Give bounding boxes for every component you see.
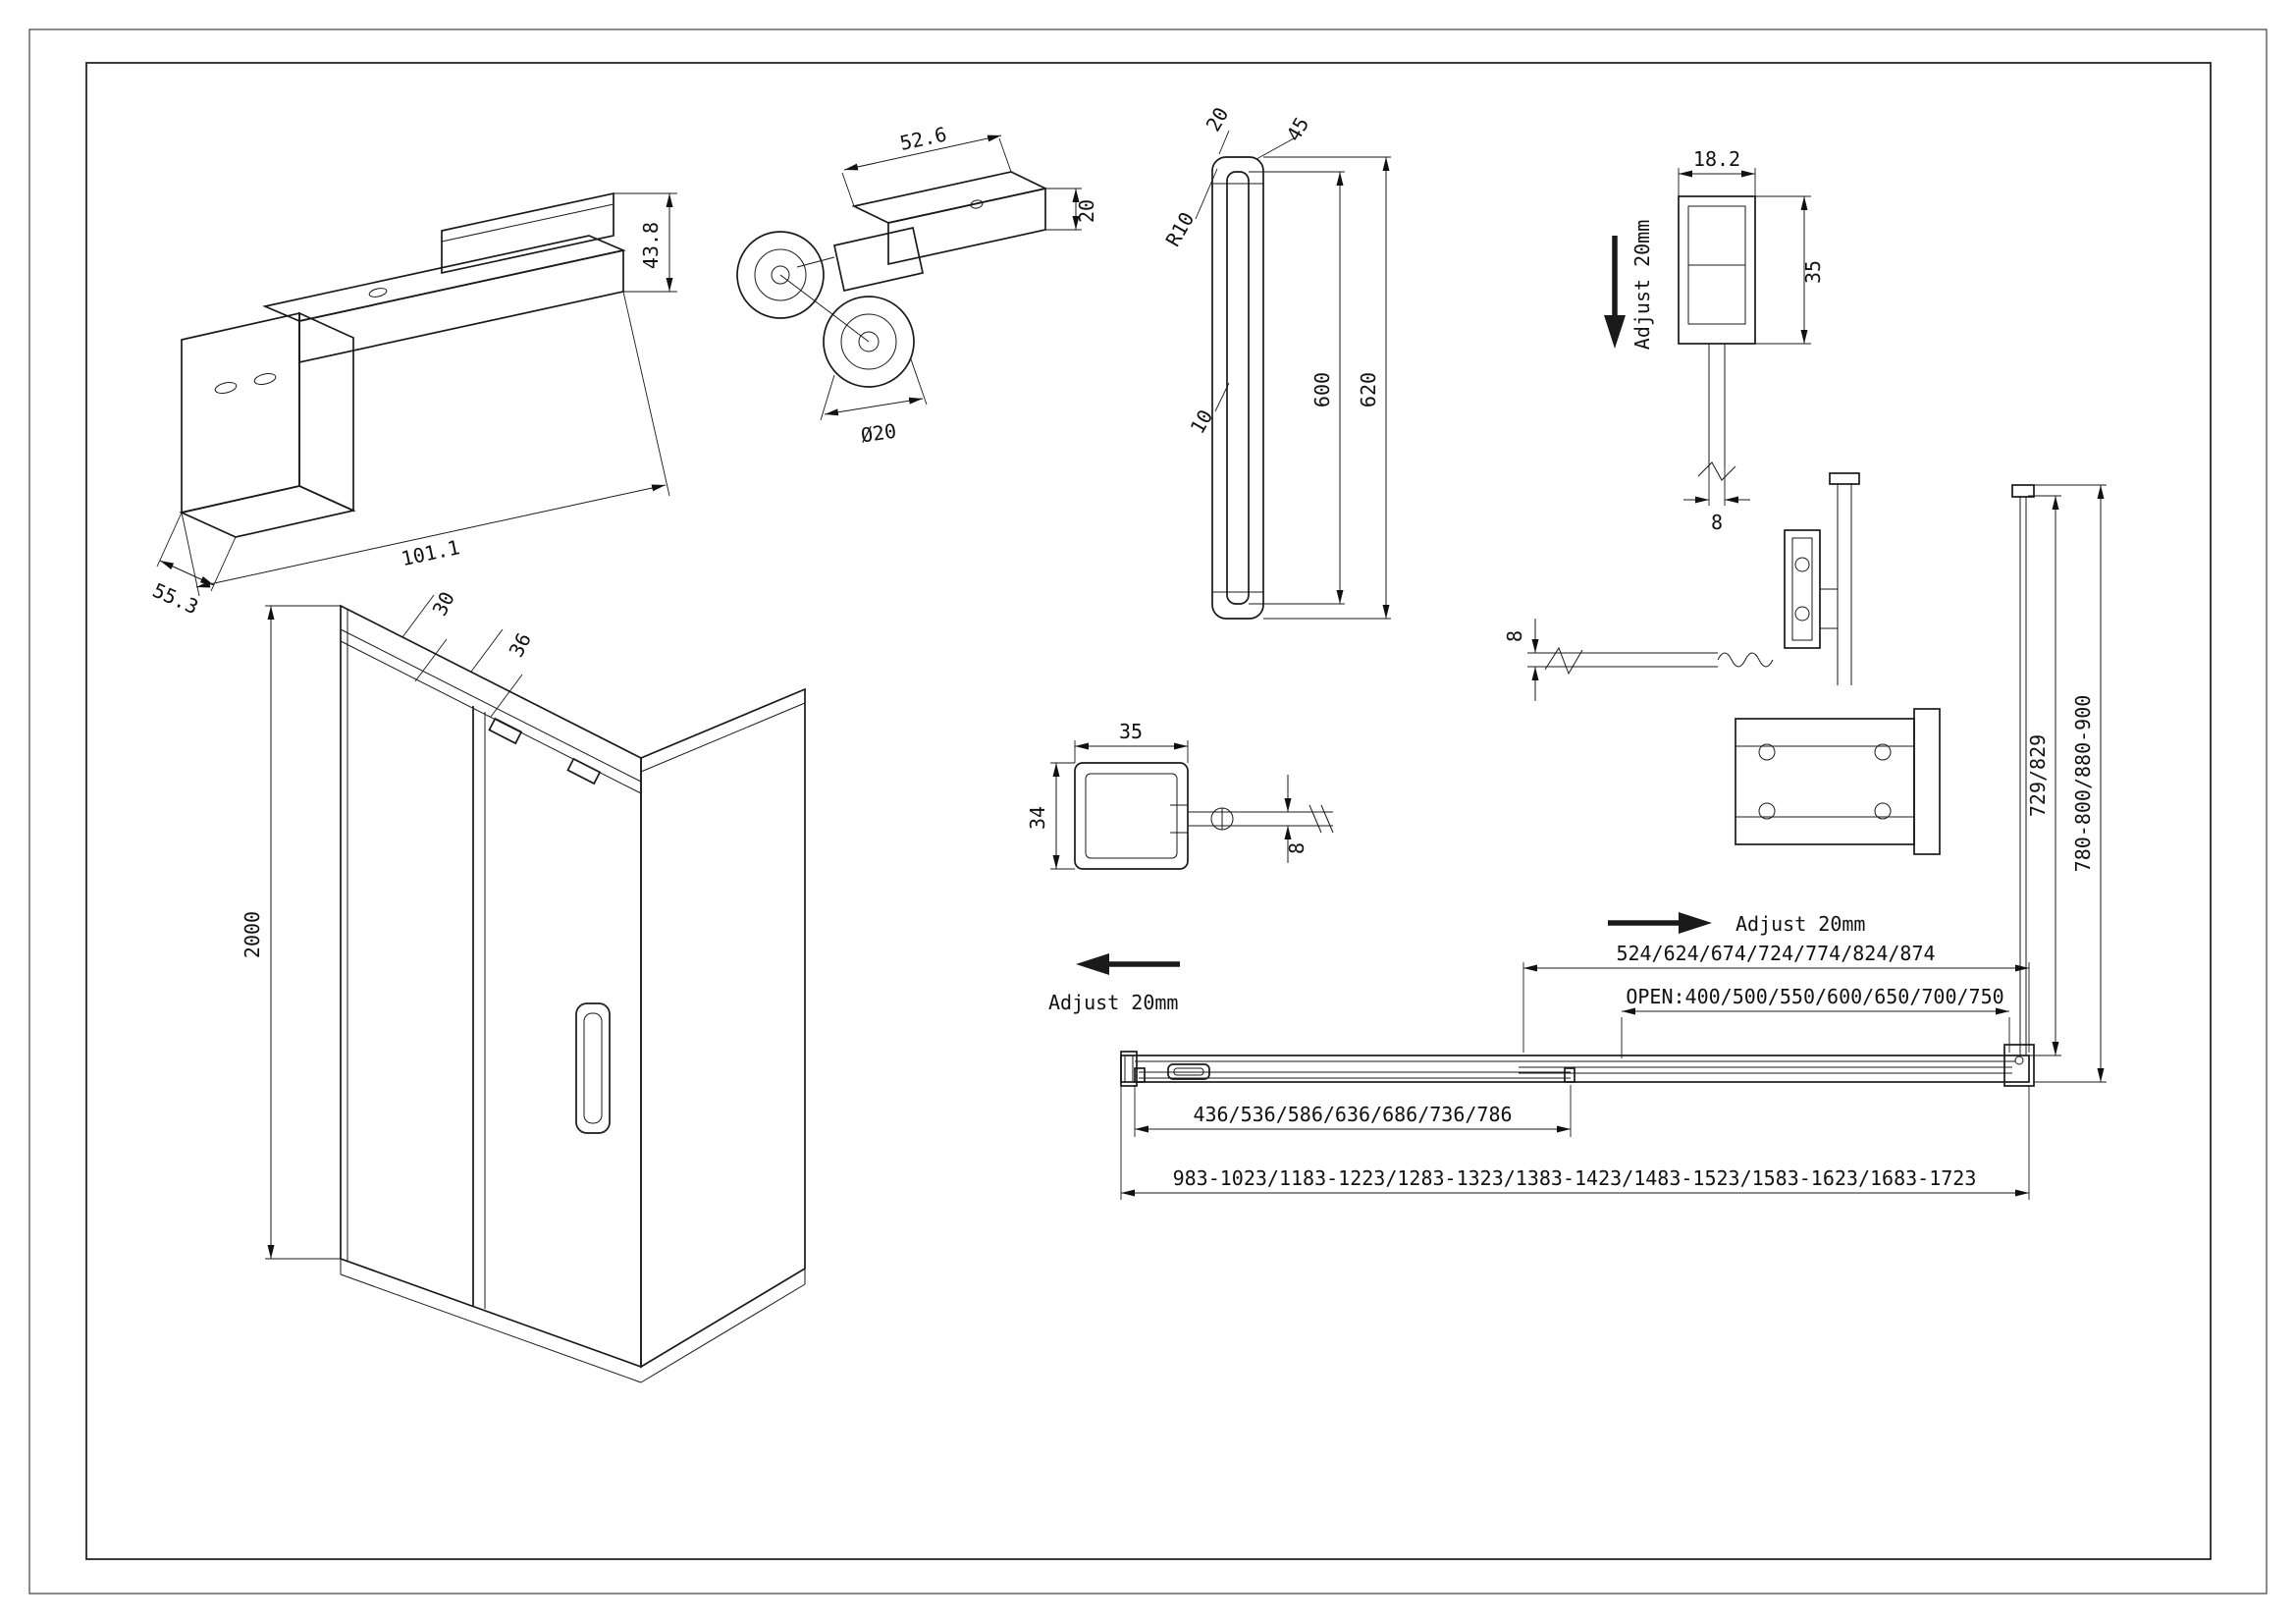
dim-roller-length: 52.6 bbox=[897, 122, 948, 154]
drawing-border-outer bbox=[28, 28, 2268, 1595]
handle-geometry bbox=[1211, 156, 1264, 620]
plan-wall-profile-top bbox=[2011, 484, 2035, 498]
enclosure-isometric-view: 2000 30 36 bbox=[240, 588, 806, 1383]
roller-block-1 bbox=[488, 717, 523, 745]
dim-handle-tube: 20 bbox=[1201, 103, 1234, 135]
roller-geometry bbox=[736, 171, 1048, 388]
plan-wall-profile-left bbox=[1120, 1051, 1138, 1087]
drawing-border-inner bbox=[85, 62, 2212, 1560]
plan-door-handle bbox=[1167, 1063, 1210, 1080]
plan-corner-block bbox=[2003, 1044, 2035, 1087]
dim-handle-overall-length: 620 bbox=[1357, 372, 1380, 407]
dim-profile-section-glass: 8 bbox=[1285, 842, 1308, 854]
dim-plan-overall-width-range: 983-1023/1183-1223/1283-1323/1383-1423/1… bbox=[1173, 1166, 1977, 1190]
corner-assembly-view: 8 Adjust 20mm bbox=[1503, 472, 1941, 936]
corner-assembly-adjust-note: Adjust 20mm bbox=[1735, 912, 1865, 936]
corner-bracket-geometry bbox=[179, 191, 626, 538]
roller-view: 52.6 20 Ø20 bbox=[736, 122, 1098, 448]
plan-view: 524/624/674/724/774/824/874 OPEN:400/500… bbox=[1120, 484, 2107, 1200]
dim-wall-profile-glass: 8 bbox=[1711, 511, 1723, 534]
dim-roller-wheel-diameter: Ø20 bbox=[859, 419, 897, 448]
plan-geometry bbox=[1120, 484, 2035, 1087]
enclosure-geometry bbox=[340, 604, 806, 1383]
profile-section-view: 35 34 8 Adjust 20mm bbox=[1026, 720, 1334, 1014]
adjust-left-arrowhead bbox=[1076, 953, 1109, 975]
dim-roller-height: 20 bbox=[1075, 199, 1098, 223]
adjust-down-arrowhead bbox=[1604, 315, 1626, 349]
dim-handle-corner-radius: R10 bbox=[1161, 208, 1200, 250]
profile-section-geometry bbox=[1074, 762, 1334, 870]
dim-corner-assembly-glass: 8 bbox=[1503, 630, 1526, 642]
plan-side-panel bbox=[2019, 496, 2027, 1055]
wall-profile-view: 18.2 35 8 Adjust 20mm bbox=[1604, 147, 1825, 534]
door-handle bbox=[575, 1002, 611, 1134]
dim-wall-profile-width: 18.2 bbox=[1693, 147, 1740, 171]
corner-bracket-view: 43.8 55.3 101.1 bbox=[149, 191, 677, 620]
dim-enclosure-top-offset: 30 bbox=[428, 588, 459, 620]
wall-profile-geometry bbox=[1678, 195, 1756, 481]
dim-plan-side-panel-glass: 729/829 bbox=[2026, 734, 2050, 817]
corner-assembly-geometry bbox=[1544, 472, 1941, 855]
dim-corner-bracket-height: 43.8 bbox=[639, 222, 663, 269]
dim-plan-fixed-panel-widths: 524/624/674/724/774/824/874 bbox=[1616, 942, 1935, 965]
dim-enclosure-height: 2000 bbox=[240, 911, 264, 958]
dim-plan-door-widths: 436/536/586/636/686/736/786 bbox=[1193, 1103, 1512, 1126]
profile-section-adjust-note: Adjust 20mm bbox=[1048, 991, 1178, 1014]
dim-plan-opening-widths: OPEN:400/500/550/600/650/700/750 bbox=[1626, 985, 2003, 1008]
dim-enclosure-top-offset2: 36 bbox=[505, 629, 536, 661]
dim-profile-section-width: 35 bbox=[1119, 720, 1143, 743]
dim-plan-side-panel-overall: 780-800/880-900 bbox=[2071, 695, 2095, 873]
dim-wall-profile-height: 35 bbox=[1801, 260, 1825, 284]
dim-profile-section-height: 34 bbox=[1026, 806, 1049, 830]
wall-profile-adjust-note: Adjust 20mm bbox=[1630, 220, 1654, 350]
dim-corner-bracket-depth: 55.3 bbox=[149, 578, 202, 620]
adjust-right-arrowhead bbox=[1679, 912, 1712, 934]
handle-view: 20 45 R10 10 600 620 bbox=[1161, 103, 1391, 620]
dim-handle-inner-length: 600 bbox=[1310, 372, 1334, 407]
roller-block-2 bbox=[566, 757, 602, 785]
dim-handle-end-width: 45 bbox=[1282, 113, 1314, 145]
